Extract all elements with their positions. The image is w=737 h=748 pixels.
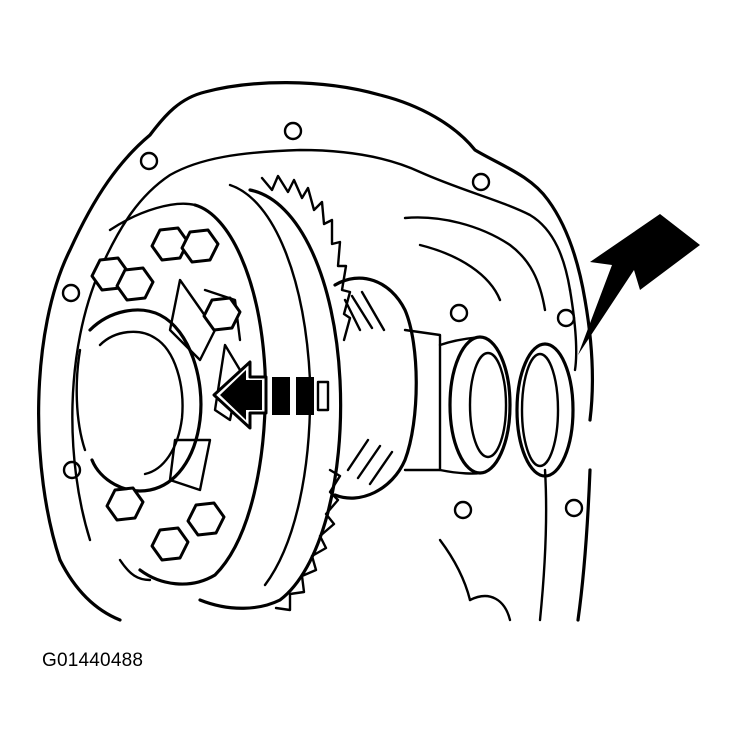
direction-arrow-icon: [212, 360, 330, 430]
ring-gear: [75, 174, 352, 612]
figure-code: G01440488: [42, 650, 144, 671]
housing: [37, 81, 595, 622]
side-bearing-assembly: [333, 276, 575, 500]
pointer-arrow-icon: [578, 214, 700, 355]
